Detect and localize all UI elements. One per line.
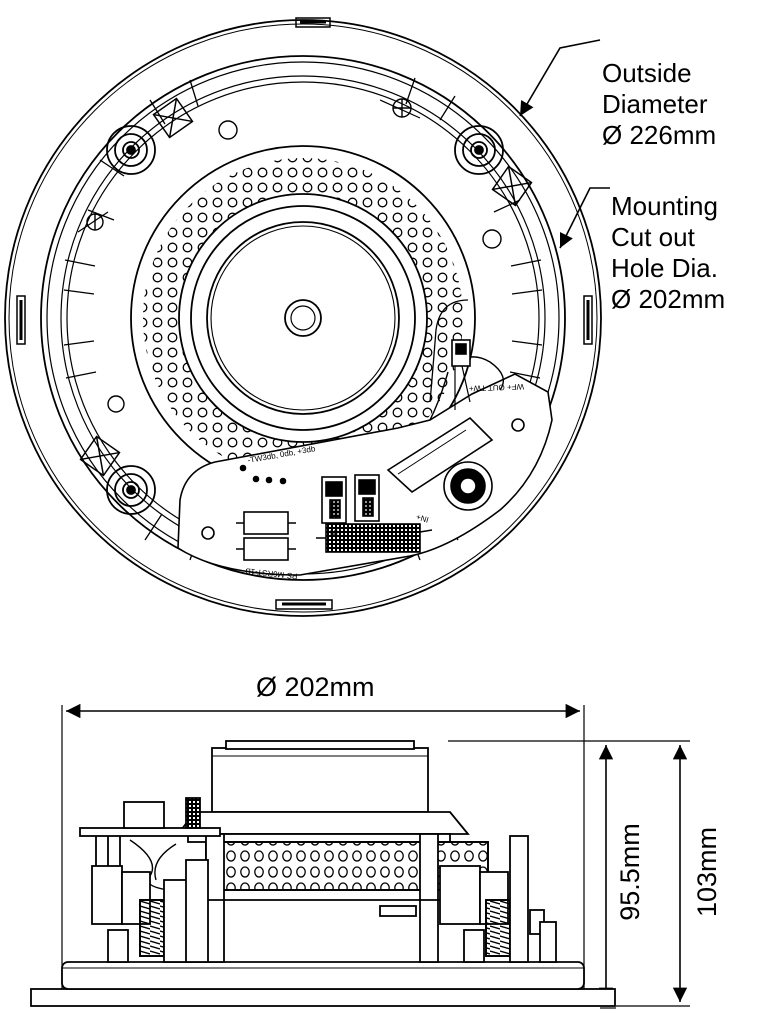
cutout-diameter-label: Mounting Cut out Hole Dia. Ø 202mm — [611, 191, 725, 315]
clip-boss-tr — [454, 125, 504, 175]
outside-diameter-label: Outside Diameter Ø 226mm — [602, 58, 716, 151]
pcb-in-plus-text: IN+ — [415, 512, 430, 524]
cutout-leader — [559, 187, 610, 249]
magnet — [211, 747, 429, 813]
pcb-in-minus-text: IN- — [327, 528, 338, 537]
pcb-out-text: WF+ OUT TW+ — [468, 382, 524, 393]
cutout-label-line-1: Mounting — [611, 191, 718, 221]
outside-label-line-3: Ø 226mm — [602, 120, 717, 150]
depth-dimension-label: 95.5mm — [615, 823, 645, 921]
outside-label-line-1: Outside — [602, 58, 692, 88]
mounting-frame — [40, 55, 566, 581]
cutout-label-line-4: Ø 202mm — [611, 284, 726, 314]
height-dimension-label: 103mm — [692, 826, 722, 918]
outside-label-line-2: Diameter — [602, 89, 708, 119]
width-dimension-label: Ø 202mm — [256, 672, 375, 702]
clip-boss-bl — [106, 465, 156, 515]
dust-cap — [284, 299, 322, 337]
outside-diameter-leader — [519, 39, 601, 117]
clip-boss-tl — [106, 125, 156, 175]
woofer-surround — [190, 205, 416, 431]
side-flange — [30, 988, 616, 1007]
crossover-pcb — [177, 299, 553, 576]
cutout-label-line-2: Cut out — [611, 222, 695, 252]
outer-flange — [4, 19, 602, 617]
side-view — [30, 703, 690, 1009]
cutout-label-line-3: Hole Dia. — [611, 253, 718, 283]
top-view: PS-M6RST-1B -TW3db, 0db, +3db IN- IN+ WF… — [4, 17, 610, 617]
